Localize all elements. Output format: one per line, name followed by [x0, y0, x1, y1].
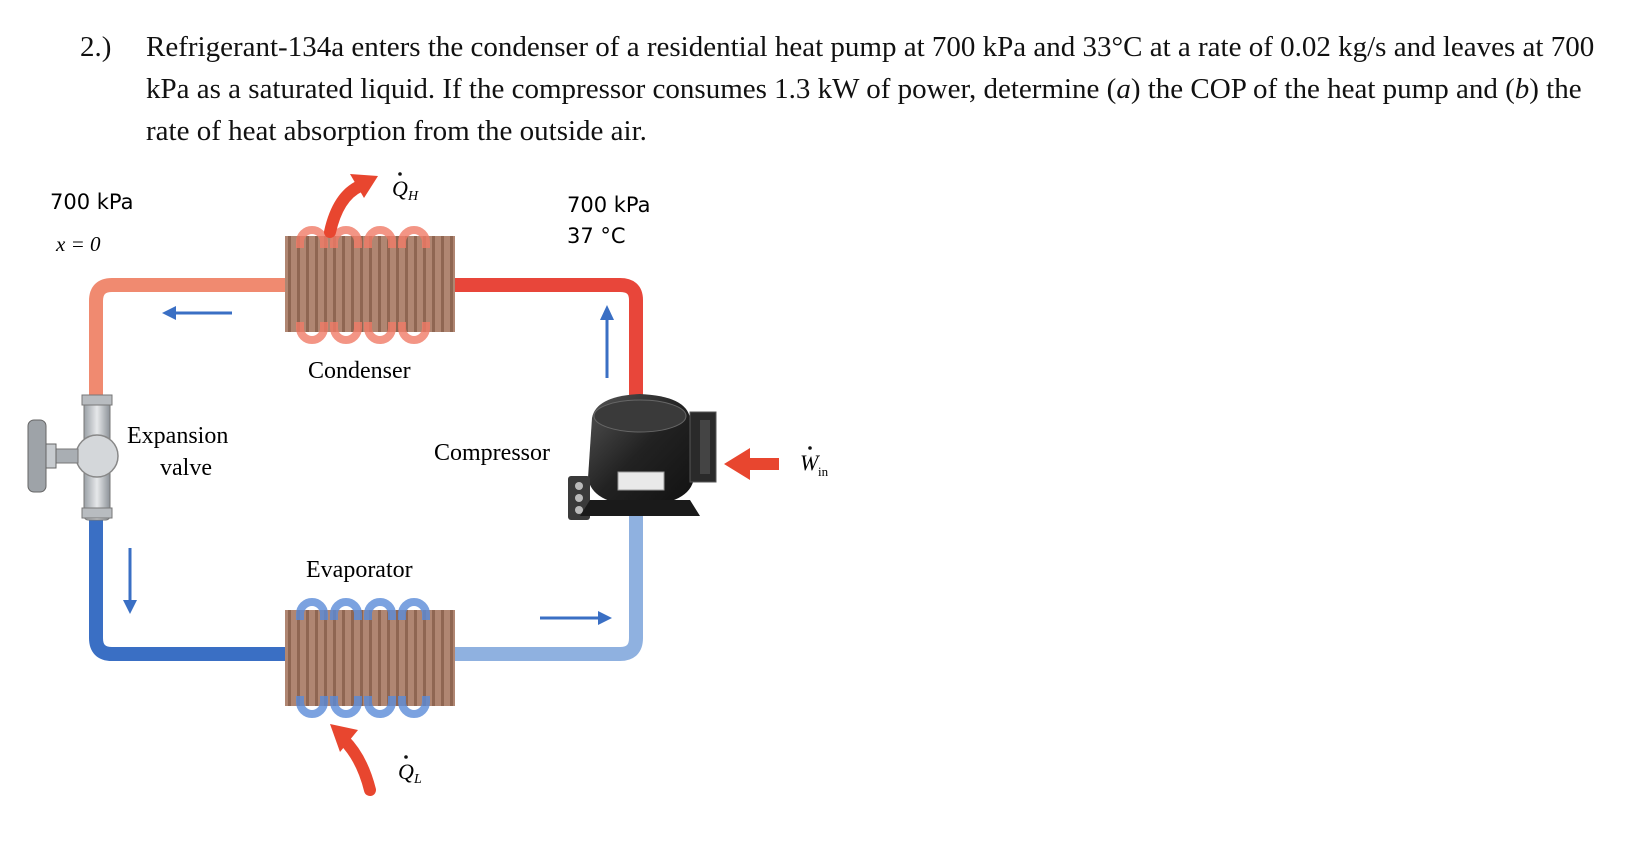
work-in-arrow-icon — [724, 448, 779, 480]
right-state-temperature: 37 °C — [567, 224, 626, 248]
left-state-pressure: 700 kPa — [50, 190, 134, 214]
work-in-label: W in — [800, 446, 829, 479]
expansion-valve — [27, 394, 119, 521]
pipe-cold-line — [89, 508, 299, 661]
heat-low-symbol: Q — [398, 759, 414, 784]
pipe-hot-vapor-line — [441, 278, 643, 412]
problem-text: Refrigerant-134a enters the condenser of… — [146, 26, 1600, 152]
flow-arrow-down-icon — [123, 548, 137, 614]
problem-text-3: ) the rate of heat absorption from the o… — [146, 73, 1582, 147]
part-b-label: b — [1514, 73, 1530, 105]
flow-arrow-up-icon — [600, 305, 614, 378]
flow-arrows — [123, 305, 614, 625]
expansion-valve-label-line1: Expansion — [127, 423, 228, 449]
right-state-pressure: 700 kPa — [567, 193, 651, 217]
problem-text-1: Refrigerant-134a enters the condenser of… — [146, 31, 1595, 105]
pipe-cool-vapor-line — [441, 498, 643, 661]
heat-out-arrow-icon — [324, 174, 378, 238]
heat-low-dot — [404, 755, 408, 759]
expansion-valve-label-line2: valve — [160, 455, 212, 481]
flow-arrow-right-icon — [540, 611, 612, 625]
heat-high-symbol: Q — [392, 176, 408, 201]
heat-low-label: Q L — [398, 755, 422, 787]
pipe-liquid-line — [89, 278, 299, 407]
evaporator — [285, 598, 455, 718]
flow-arrow-left-icon — [162, 306, 232, 320]
problem-text-2: ) the COP of the heat pump and ( — [1130, 73, 1515, 105]
problem-statement: 2.) Refrigerant-134a enters the condense… — [80, 26, 1600, 152]
work-in-symbol: W — [800, 450, 820, 475]
condenser-label: Condenser — [308, 358, 411, 384]
compressor-label: Compressor — [434, 440, 550, 466]
part-a-label: a — [1116, 73, 1131, 105]
work-in-dot — [808, 446, 812, 450]
heat-high-subscript: H — [407, 189, 419, 204]
heat-low-subscript: L — [413, 772, 422, 787]
compressor — [568, 394, 717, 520]
left-state-quality: x = 0 — [55, 232, 101, 256]
refrigerant-loop — [89, 278, 643, 661]
heat-high-dot — [398, 172, 402, 176]
heat-in-arrow-icon — [330, 724, 376, 796]
heat-pump-diagram: 700 kPa x = 0 700 kPa 37 °C Condenser Ex… — [27, 172, 829, 796]
evaporator-label: Evaporator — [306, 557, 413, 583]
condenser — [285, 226, 455, 344]
work-in-subscript: in — [818, 464, 829, 479]
problem-number: 2.) — [80, 31, 112, 63]
heat-high-label: Q H — [392, 172, 419, 204]
